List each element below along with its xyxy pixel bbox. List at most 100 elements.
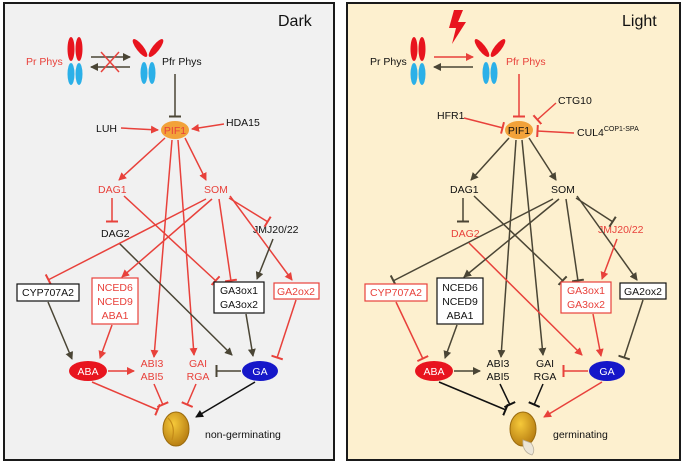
dag2-to-ga <box>118 242 233 356</box>
pif1-label: PIF1 <box>508 125 530 137</box>
abi5-label: ABI5 <box>487 371 510 383</box>
abi3-label: ABI3 <box>487 358 510 370</box>
cyp707a2-box <box>364 283 428 302</box>
nced6-label: NCED6 <box>97 282 133 294</box>
aba-label: ABA <box>423 366 444 378</box>
dark-panel-title: Dark <box>278 13 313 30</box>
aba-inhibits-germination <box>91 381 161 416</box>
rga-label: RGA <box>534 371 557 383</box>
som-inhibits-cyp <box>44 198 207 286</box>
nced-to-aba <box>443 324 458 359</box>
luh-label: LUH <box>96 123 117 135</box>
hfr1-label: HFR1 <box>437 110 465 122</box>
aba1-label: ABA1 <box>102 310 129 322</box>
aba-label: ABA <box>77 366 98 378</box>
som-to-nced <box>463 198 560 278</box>
abi-inhibits-germination <box>499 383 516 409</box>
pfr-phys-icon <box>132 39 164 84</box>
abi5-label: ABI5 <box>141 371 164 383</box>
pif1-to-gai <box>521 139 547 356</box>
aba-node <box>415 361 453 381</box>
pif1-to-som <box>184 137 207 181</box>
pr-phys-icon <box>67 37 83 85</box>
som-inhibits-cyp <box>389 198 554 287</box>
ga-promotes-germination <box>543 381 603 418</box>
som-to-ga2ox2 <box>229 195 293 281</box>
nced9-label: NCED9 <box>97 296 133 308</box>
dag2-label: DAG2 <box>101 228 130 240</box>
aba-inhibits-germination <box>438 381 509 416</box>
gai-label: GAI <box>189 358 207 370</box>
lightning-icon <box>449 10 466 44</box>
light-panel-title: Light <box>622 13 657 30</box>
cyp-to-aba <box>47 301 73 360</box>
cyp707a2-box <box>16 283 80 302</box>
dormant-seed-icon <box>162 411 190 447</box>
ga2ox2-box <box>619 282 667 300</box>
ga-label: GA <box>599 366 614 378</box>
pr-phys-icon <box>410 37 426 85</box>
cyp-inhibits-aba <box>395 301 429 363</box>
ga3ox2-label: GA3ox2 <box>220 299 258 311</box>
ga2ox2-inhibits-ga <box>271 299 297 361</box>
pif1-to-dag1 <box>470 137 510 181</box>
jmj-to-ga3ox <box>255 238 274 280</box>
ga3ox-to-ga <box>592 313 604 357</box>
pif1-label: PIF1 <box>164 125 186 137</box>
jmj-to-ga3ox <box>600 238 618 280</box>
hda15-to-pif1 <box>191 123 225 132</box>
abi-inhibits-germination <box>153 383 169 408</box>
pif1-node <box>505 121 533 139</box>
ga3ox1-label: GA3ox1 <box>220 285 258 297</box>
som-to-ga2ox2 <box>576 195 638 281</box>
som-to-nced <box>121 198 213 278</box>
ga-label: GA <box>252 366 267 378</box>
light-panel-frame <box>346 2 681 461</box>
nced-box <box>436 277 484 325</box>
dark-panel: Dark Pr Phys Pfr Phys PIF1 LUH HDA15 <box>3 2 335 461</box>
ga-promotes-germination <box>195 381 256 418</box>
ga-node <box>589 361 625 381</box>
cul4-inhibits-pif1 <box>536 124 575 138</box>
gai-inhibits-germination <box>181 383 197 408</box>
gai-label: GAI <box>536 358 554 370</box>
ga3ox-to-ga <box>245 313 256 357</box>
ga-node <box>242 361 278 381</box>
ga3ox-box <box>213 281 265 314</box>
som-label: SOM <box>204 184 228 196</box>
dag2-label: DAG2 <box>451 228 480 240</box>
som-label: SOM <box>551 184 575 196</box>
dag1-inhibits-ga3ox <box>123 195 221 286</box>
ga2ox2-label: GA2ox2 <box>624 286 662 298</box>
abi3-label: ABI3 <box>141 358 164 370</box>
aba1-label: ABA1 <box>447 310 474 322</box>
ctg10-label: CTG10 <box>558 95 592 107</box>
cyp707a2-label: CYP707A2 <box>370 287 422 299</box>
pfr-phys-label: Pfr Phys <box>506 56 546 68</box>
light-panel: Light Pr Phys Pfr Phys PIF1 HFR1 CTG10 C… <box>346 2 681 461</box>
dag1-label: DAG1 <box>98 184 127 196</box>
cyp707a2-label: CYP707A2 <box>22 287 74 299</box>
jmj-label: JMJ20/22 <box>253 224 299 236</box>
ga3ox2-label: GA3ox2 <box>567 299 605 311</box>
nced-box <box>91 277 139 325</box>
pif1-to-abi3 <box>497 139 517 358</box>
pif1-node <box>161 121 189 139</box>
pr-phys-label: Pr Phys <box>26 56 63 68</box>
som-inhibits-ga3ox <box>565 198 585 283</box>
dag2-to-ga <box>468 242 583 356</box>
cul4-label: CUL4COP1-SPA <box>577 126 639 139</box>
pif1-to-abi3 <box>150 139 173 358</box>
gai-inhibits-germination <box>528 383 544 408</box>
pr-phys-label: Pr Phys <box>370 56 407 68</box>
dag1-label: DAG1 <box>450 184 479 196</box>
hda15-label: HDA15 <box>226 117 260 129</box>
pif1-to-dag1 <box>118 137 166 181</box>
nced6-label: NCED6 <box>442 282 478 294</box>
ctg10-inhibits-pif1 <box>532 102 557 125</box>
light-outcome-label: germinating <box>553 429 608 441</box>
ga2ox2-inhibits-ga <box>618 299 644 361</box>
hfr1-inhibits-pif1 <box>463 117 505 134</box>
nced-to-aba <box>98 324 113 359</box>
som-inhibits-jmj <box>228 197 272 228</box>
